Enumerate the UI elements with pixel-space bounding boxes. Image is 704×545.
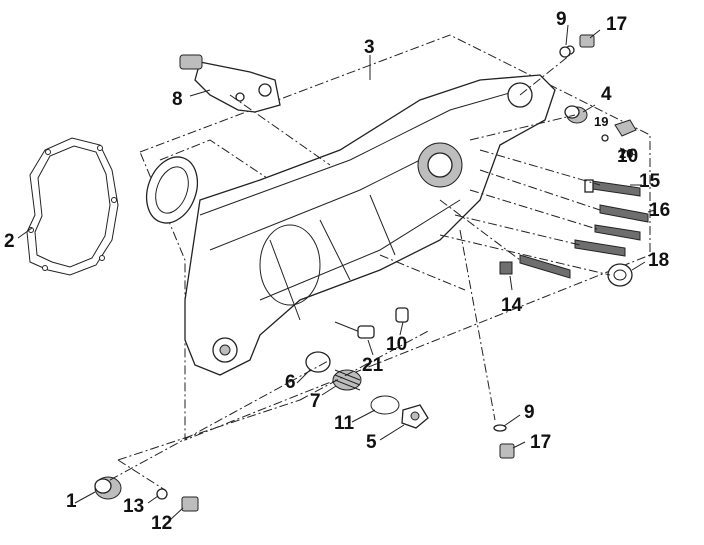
callout-label: 20: [619, 146, 634, 161]
cap-6: [305, 351, 331, 373]
washer-9-bottom: [493, 424, 507, 432]
callout-label: 8: [172, 89, 183, 110]
bushing-1: [94, 476, 122, 500]
drain-plug-5: [401, 404, 429, 429]
bolt-12: [181, 496, 199, 512]
pin-10-bottom: [395, 307, 409, 323]
spring-7: [332, 369, 362, 391]
gasket-inner-outline: [34, 145, 111, 268]
callout-label: 3: [364, 37, 375, 58]
pin-21: [334, 321, 375, 339]
bolt-set-15-16: [519, 179, 649, 279]
bolt-14: [499, 261, 513, 275]
callout-label: 16: [649, 200, 671, 221]
bolt-17-bottom: [499, 443, 515, 459]
crankcase-cover: [184, 74, 556, 376]
oil-seal: [145, 156, 199, 224]
callout-label: 1: [66, 491, 77, 512]
leader-lines: [17, 24, 656, 521]
callout-label: 10: [617, 146, 639, 167]
callout-label: 11: [334, 413, 355, 434]
washer-13: [156, 488, 168, 500]
callout-label: 17: [606, 14, 628, 35]
callout-label: 19: [594, 114, 609, 129]
callout-label: 12: [151, 513, 173, 534]
callout-label: 9: [524, 402, 535, 423]
seal-ring-18: [607, 263, 633, 287]
o-ring-11: [370, 395, 400, 415]
bushing-4: [564, 105, 588, 124]
callout-label: 17: [530, 432, 552, 453]
washer-9-top: [559, 46, 571, 58]
callout-label: 21: [362, 355, 384, 376]
callout-label: 10: [386, 334, 408, 355]
callout-label: 9: [556, 9, 567, 30]
pin-10-right: [584, 179, 594, 193]
assembly-boundary-frame: [139, 34, 651, 441]
callout-label: 7: [310, 391, 321, 412]
gasket-outline: [26, 137, 119, 276]
callout-label: 15: [639, 171, 661, 192]
callout-label: 13: [123, 496, 145, 517]
callout-label: 4: [601, 84, 612, 105]
oil-gauge-20: [601, 119, 637, 142]
callout-label: 14: [501, 295, 523, 316]
callout-label: 2: [4, 231, 15, 252]
gasket-holes: [28, 145, 117, 271]
callout-label: 18: [648, 250, 670, 271]
callout-label: 6: [285, 372, 296, 393]
starter-motor: [179, 54, 281, 113]
callout-label: 5: [366, 432, 377, 453]
